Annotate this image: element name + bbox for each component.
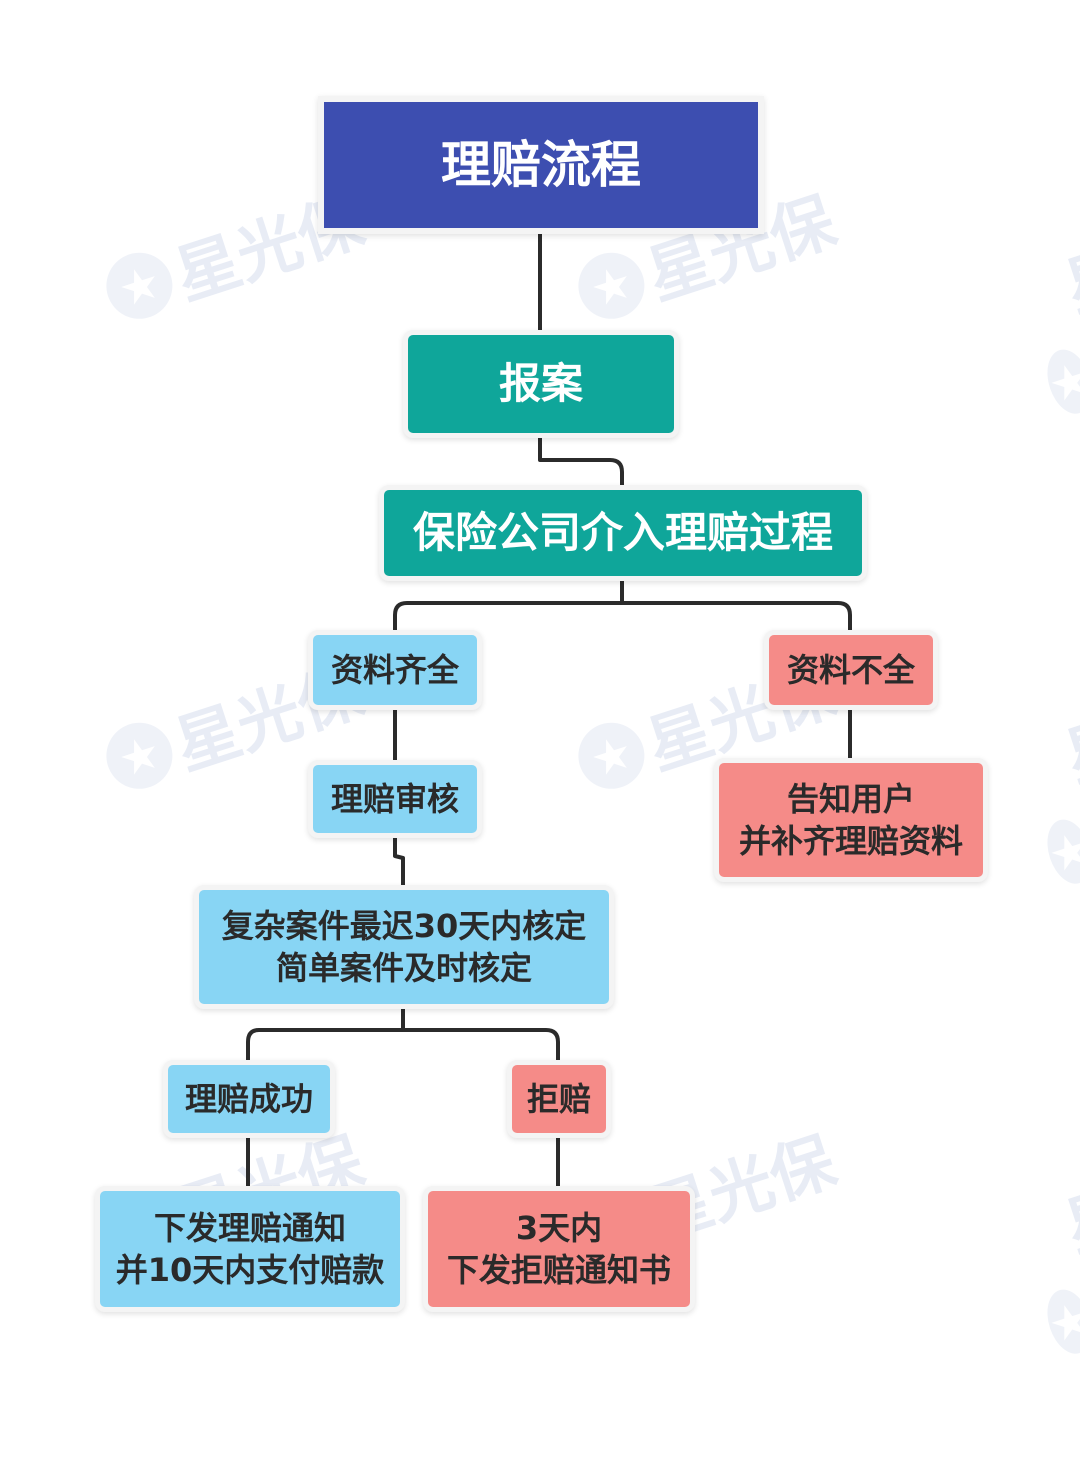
node-docs-complete: 资料齐全 xyxy=(308,630,482,710)
connector-branch-denied xyxy=(401,1028,560,1066)
node-payout: 下发理赔通知 并10天内支付赔款 xyxy=(95,1186,405,1312)
node-claim-review-text: 理赔审核 xyxy=(330,779,459,818)
title-text: 理赔流程 xyxy=(441,136,641,194)
connector-branch-incomplete xyxy=(620,601,852,634)
node-claim-success-text: 理赔成功 xyxy=(184,1079,313,1118)
node-insurer-involved-text: 保险公司介入理赔过程 xyxy=(412,508,833,558)
connector-review-verification xyxy=(393,834,405,890)
node-verification-line1: 复杂案件最迟30天内核定 xyxy=(221,906,587,945)
node-payout-line1: 下发理赔通知 xyxy=(153,1208,346,1247)
node-claim-denied-text: 拒赔 xyxy=(526,1079,591,1118)
connector-report-insurer xyxy=(538,434,624,490)
node-claim-success: 理赔成功 xyxy=(163,1060,335,1138)
node-denial-notice-line1: 3天内 xyxy=(515,1208,603,1247)
node-notify-user-line2: 并补齐理赔资料 xyxy=(738,822,963,860)
flowchart-title: 理赔流程 xyxy=(318,96,764,234)
node-docs-incomplete-text: 资料不全 xyxy=(786,650,915,689)
node-denial-notice: 3天内 下发拒赔通知书 xyxy=(423,1186,695,1312)
node-report-text: 报案 xyxy=(498,359,583,409)
node-claim-review: 理赔审核 xyxy=(308,760,482,838)
connector-branch-success xyxy=(246,1028,405,1066)
connector-branch-complete xyxy=(393,601,624,634)
node-claim-denied: 拒赔 xyxy=(507,1060,611,1138)
node-docs-incomplete: 资料不全 xyxy=(764,630,938,710)
node-verification-line2: 简单案件及时核定 xyxy=(275,949,532,987)
node-verification: 复杂案件最迟30天内核定 简单案件及时核定 xyxy=(194,885,614,1009)
node-docs-complete-text: 资料齐全 xyxy=(330,650,459,689)
node-insurer-involved: 保险公司介入理赔过程 xyxy=(379,485,867,581)
node-notify-user-line1: 告知用户 xyxy=(786,779,915,818)
node-notify-user: 告知用户 并补齐理赔资料 xyxy=(714,758,988,882)
connector-lines xyxy=(246,230,852,1192)
node-report: 报案 xyxy=(403,330,679,438)
node-denial-notice-line2: 下发拒赔通知书 xyxy=(446,1251,671,1289)
node-payout-line2: 并10天内支付赔款 xyxy=(115,1251,385,1289)
